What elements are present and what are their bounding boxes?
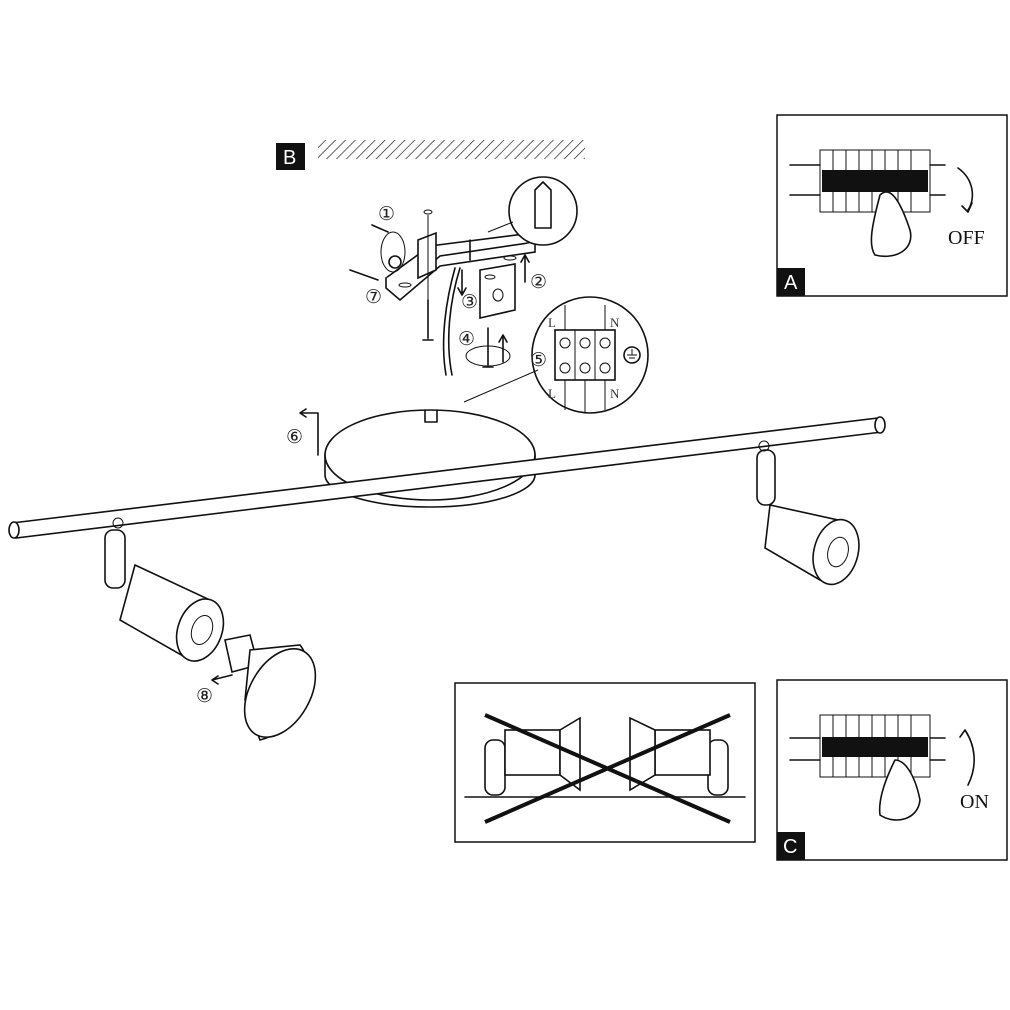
off-label: OFF — [948, 227, 985, 249]
step-7: ⑦ — [365, 286, 382, 308]
power-cable — [442, 267, 461, 376]
wall-screw-icon — [482, 327, 494, 368]
terminal-block-detail: L N L N ⑤ — [463, 296, 649, 414]
on-label: ON — [960, 791, 989, 813]
terminal-neutral-bottom: N — [610, 386, 620, 401]
step-1: ① — [378, 203, 395, 225]
terminal-neutral-top: N — [610, 315, 620, 330]
wall-screw-icon — [422, 299, 434, 341]
step-8: ⑧ — [196, 685, 213, 707]
mounting-bracket: ① ② ③ ④ ⑦ — [349, 176, 578, 376]
step-4: ④ — [458, 328, 475, 350]
terminal-live-bottom: L — [548, 386, 556, 401]
terminal-live-top: L — [548, 315, 556, 330]
spotlight-right — [756, 440, 860, 586]
step-6: ⑥ — [286, 426, 303, 448]
screw-icon — [388, 255, 402, 269]
panel-b-label-box — [276, 143, 305, 170]
panel-c: ON C — [776, 679, 1008, 861]
hand-icon — [870, 191, 912, 257]
step-2: ② — [530, 271, 547, 293]
panel-a: OFF A — [776, 114, 1008, 297]
panel-b-label: B — [283, 147, 296, 169]
panel-c-label: C — [783, 836, 797, 858]
step-3: ③ — [461, 291, 478, 313]
ceiling-hatch — [318, 140, 585, 159]
gu10-bulb: ⑧ — [196, 634, 317, 741]
panel-incorrect — [454, 682, 756, 843]
panel-a-label: A — [784, 272, 798, 294]
panel-b: B — [276, 140, 585, 170]
hand-icon — [878, 759, 921, 821]
step-5: ⑤ — [530, 349, 547, 371]
spotlight-left — [104, 517, 225, 662]
track-rod — [8, 416, 886, 539]
cross-icon — [484, 713, 731, 824]
